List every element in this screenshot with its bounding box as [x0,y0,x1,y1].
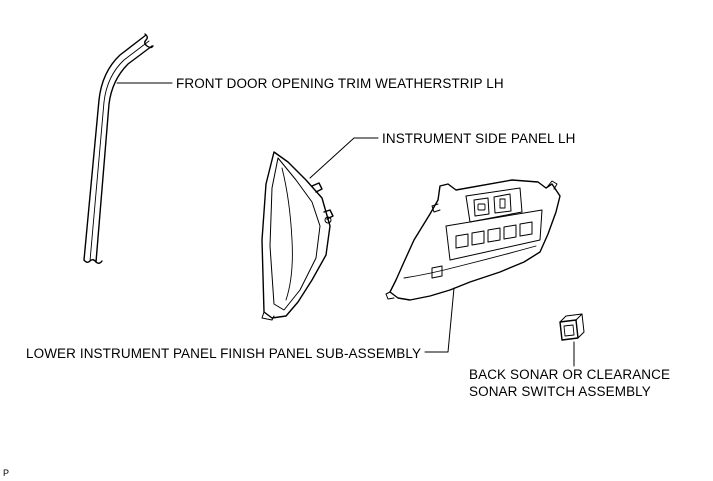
sonar-switch-label-line2: SONAR SWITCH ASSEMBLY [469,384,651,399]
illustration-code: P [3,468,10,478]
side-panel-leader [309,137,379,179]
side-panel-part [261,151,334,321]
weatherstrip-label: FRONT DOOR OPENING TRIM WEATHERSTRIP LH [176,76,504,91]
weatherstrip-part [83,33,154,264]
finish-panel-label: LOWER INSTRUMENT PANEL FINISH PANEL SUB-… [26,346,422,361]
sonar-switch-part [559,313,585,341]
sonar-switch-label-line1: BACK SONAR OR CLEARANCE [469,367,671,382]
finish-panel-leader [424,287,455,353]
finish-panel-part [385,179,561,301]
side-panel-label: INSTRUMENT SIDE PANEL LH [382,131,576,146]
